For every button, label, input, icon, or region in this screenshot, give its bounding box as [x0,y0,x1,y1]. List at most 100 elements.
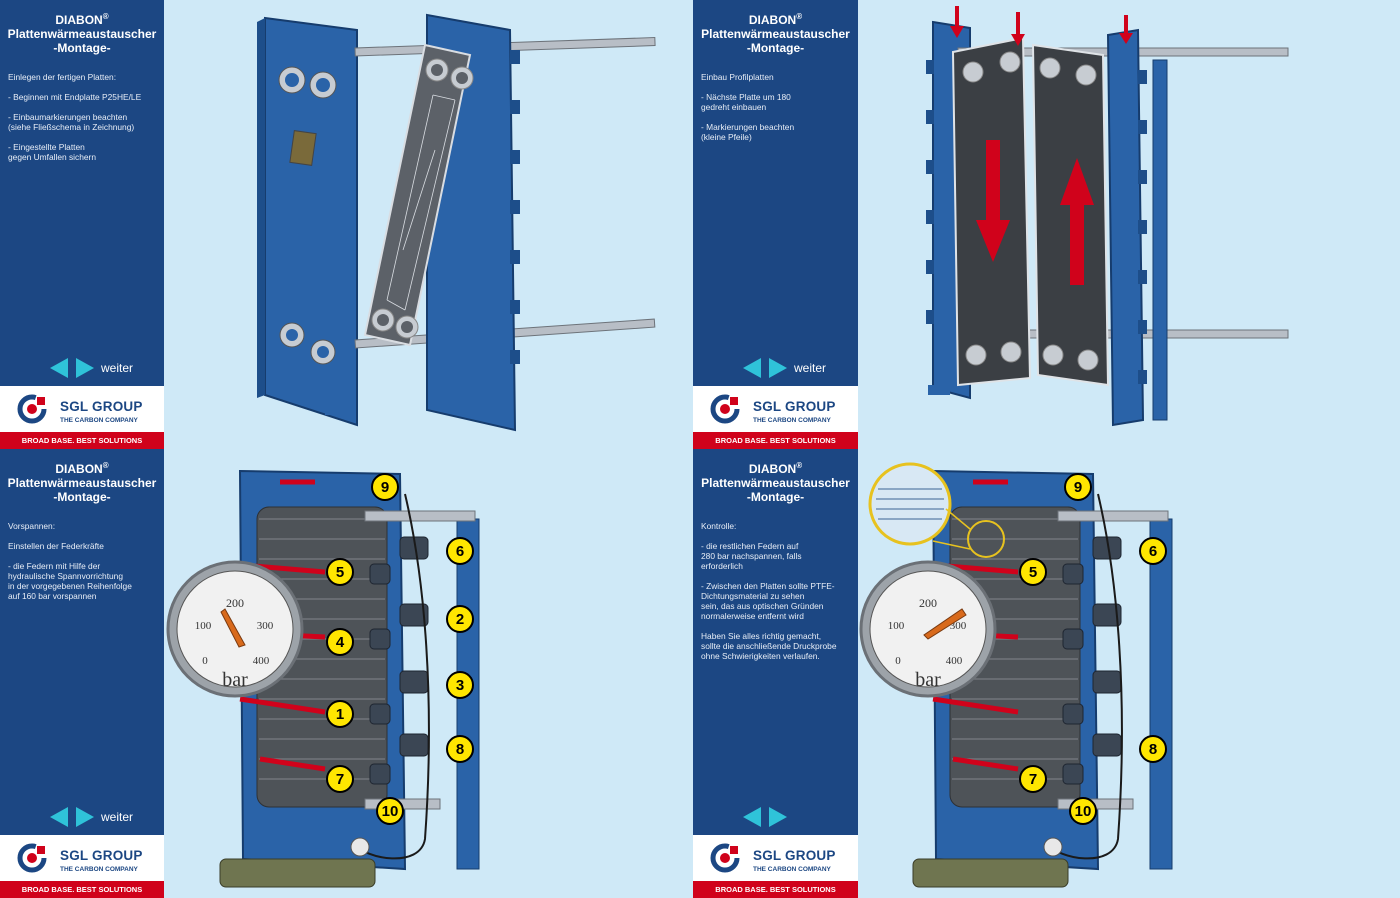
sgl-logo: SGL GROUP THE CARBON COMPANY [0,386,164,432]
bolt-number: 5 [1029,564,1037,581]
next-button[interactable]: weiter [101,810,134,824]
instruction-text: Vorspannen: Einstellen der Federkräfte -… [8,521,160,611]
gauge-unit: bar [915,669,941,691]
bolt-number: 3 [456,677,464,694]
back-arrow-icon[interactable] [48,356,70,380]
instruction-paragraph: - Einbaumarkierungen beachten (siehe Fli… [8,112,135,132]
gauge-tick-0: 0 [202,655,208,667]
bolt-number: 1 [336,706,344,723]
instruction-paragraph: Einstellen der Federkräfte [8,541,104,551]
logo-subtitle: THE CARBON COMPANY [60,866,138,873]
next-button[interactable]: weiter [101,361,134,375]
gauge-tick-100: 100 [195,620,212,632]
logo-name: SGL GROUP [60,848,143,863]
bolt-number: 6 [456,543,464,560]
bolt-number: 6 [1149,543,1157,560]
logo-name: SGL GROUP [753,399,836,414]
instruction-paragraph: Einbau Profilplatten [701,72,774,82]
panel-2: DIABON® Plattenwärmeaustauscher -Montage… [693,0,1400,449]
instruction-paragraph: - Nächste Platte um 180 gedreht einbauen [701,92,791,112]
sgl-logo-icon [17,843,47,873]
slogan-bar: BROAD BASE. BEST SOLUTIONS [693,432,858,449]
gauge-needle [923,608,967,640]
bolt-number: 9 [1074,479,1082,496]
instruction-paragraph: - die restlichen Federn auf 280 bar nach… [701,541,802,571]
bolt-number: 5 [336,564,344,581]
sgl-logo: SGL GROUP THE CARBON COMPANY [693,386,858,432]
instruction-paragraph: Kontrolle: [701,521,737,531]
bolt-number: 8 [456,741,464,758]
instruction-paragraph: - Beginnen mit Endplatte P25HE/LE [8,92,142,102]
bolt-number: 9 [381,479,389,496]
back-arrow-icon[interactable] [48,805,70,829]
sidebar: DIABON® Plattenwärmeaustauscher -Montage… [693,0,858,449]
bolt-number: 7 [336,771,344,788]
instruction-paragraph: - Eingestellte Platten gegen Umfallen si… [8,142,96,162]
sidebar: DIABON® Plattenwärmeaustauscher -Montage… [0,449,164,898]
forward-arrow-icon[interactable] [74,805,96,829]
logo-subtitle: THE CARBON COMPANY [60,417,138,424]
bolt-number-labels: 9 5 6 8 7 10 [1019,473,1167,825]
bolt-number: 7 [1029,771,1037,788]
navigation [741,804,794,830]
tensioning-illustration: 0 100 200 300 400 bar 9 5 6 2 4 3 1 8 7 … [166,469,480,888]
instruction-text: Einlegen der fertigen Platten: - Beginne… [8,72,160,172]
bolt-number: 8 [1149,741,1157,758]
gauge-tick-300: 300 [257,620,274,632]
sgl-logo-icon [710,394,740,424]
bolt-number: 10 [382,803,399,820]
gauge-tick-200: 200 [226,596,244,610]
instruction-paragraph: Haben Sie alles richtig gemacht, sollte … [701,631,837,661]
back-arrow-icon[interactable] [741,356,763,380]
sidebar: DIABON® Plattenwärmeaustauscher -Montage… [693,449,858,898]
gauge-tick-400: 400 [253,655,270,667]
bolt-number-labels: 9 5 6 2 4 3 1 8 7 10 [326,473,474,825]
sgl-logo-icon [710,843,740,873]
sgl-logo-icon [17,394,47,424]
forward-arrow-icon[interactable] [767,805,789,829]
panel-1: DIABON® Plattenwärmeaustauscher -Montage… [0,0,700,449]
sgl-logo: SGL GROUP THE CARBON COMPANY [693,835,858,881]
sidebar: DIABON® Plattenwärmeaustauscher -Montage… [0,0,164,449]
gauge-tick-0: 0 [895,655,901,667]
slogan-bar: BROAD BASE. BEST SOLUTIONS [0,881,164,898]
instruction-text: Einbau Profilplatten - Nächste Platte um… [701,72,853,152]
gauge-tick-400: 400 [946,655,963,667]
bolt-number: 2 [456,611,464,628]
instruction-paragraph: - Zwischen den Platten sollte PTFE- Dich… [701,581,835,621]
panel-title: DIABON® Plattenwärmeaustauscher -Montage… [7,461,157,504]
logo-name: SGL GROUP [60,399,143,414]
next-button[interactable]: weiter [794,361,827,375]
instruction-paragraph: Vorspannen: [8,521,56,531]
gauge-tick-100: 100 [888,620,905,632]
logo-subtitle: THE CARBON COMPANY [753,417,831,424]
forward-arrow-icon[interactable] [74,356,96,380]
panel-4: DIABON® Plattenwärmeaustauscher -Montage… [693,449,1400,898]
logo-subtitle: THE CARBON COMPANY [753,866,831,873]
magnifier-inset [868,462,952,546]
panel-title: DIABON® Plattenwärmeaustauscher -Montage… [701,12,850,55]
instruction-text: Kontrolle: - die restlichen Federn auf 2… [701,521,853,671]
back-arrow-icon[interactable] [741,805,763,829]
forward-arrow-icon[interactable] [767,356,789,380]
panel-title: DIABON® Plattenwärmeaustauscher -Montage… [7,12,157,55]
bolt-number: 4 [336,634,345,651]
panel-3: DIABON® Plattenwärmeaustauscher -Montage… [0,449,700,898]
navigation: weiter [48,804,133,830]
instruction-paragraph: Einlegen der fertigen Platten: [8,72,117,82]
heat-exchanger-plates-illustration [926,6,1289,427]
control-illustration: 0 100 200 300 400 bar 9 5 6 8 7 10 [859,462,1173,888]
slogan-bar: BROAD BASE. BEST SOLUTIONS [693,881,858,898]
bolt-number: 10 [1075,803,1092,820]
gauge-unit: bar [222,669,248,691]
instruction-paragraph: - die Federn mit Hilfe der hydraulische … [8,561,132,601]
sgl-logo: SGL GROUP THE CARBON COMPANY [0,835,164,881]
panel-title: DIABON® Plattenwärmeaustauscher -Montage… [701,461,850,504]
navigation: weiter [741,355,826,381]
gauge-tick-200: 200 [919,596,937,610]
instruction-paragraph: - Markierungen beachten (kleine Pfeile) [701,122,795,142]
heat-exchanger-illustration [257,13,656,432]
logo-name: SGL GROUP [753,848,836,863]
gauge-needle [220,608,246,648]
slogan-bar: BROAD BASE. BEST SOLUTIONS [0,432,164,449]
